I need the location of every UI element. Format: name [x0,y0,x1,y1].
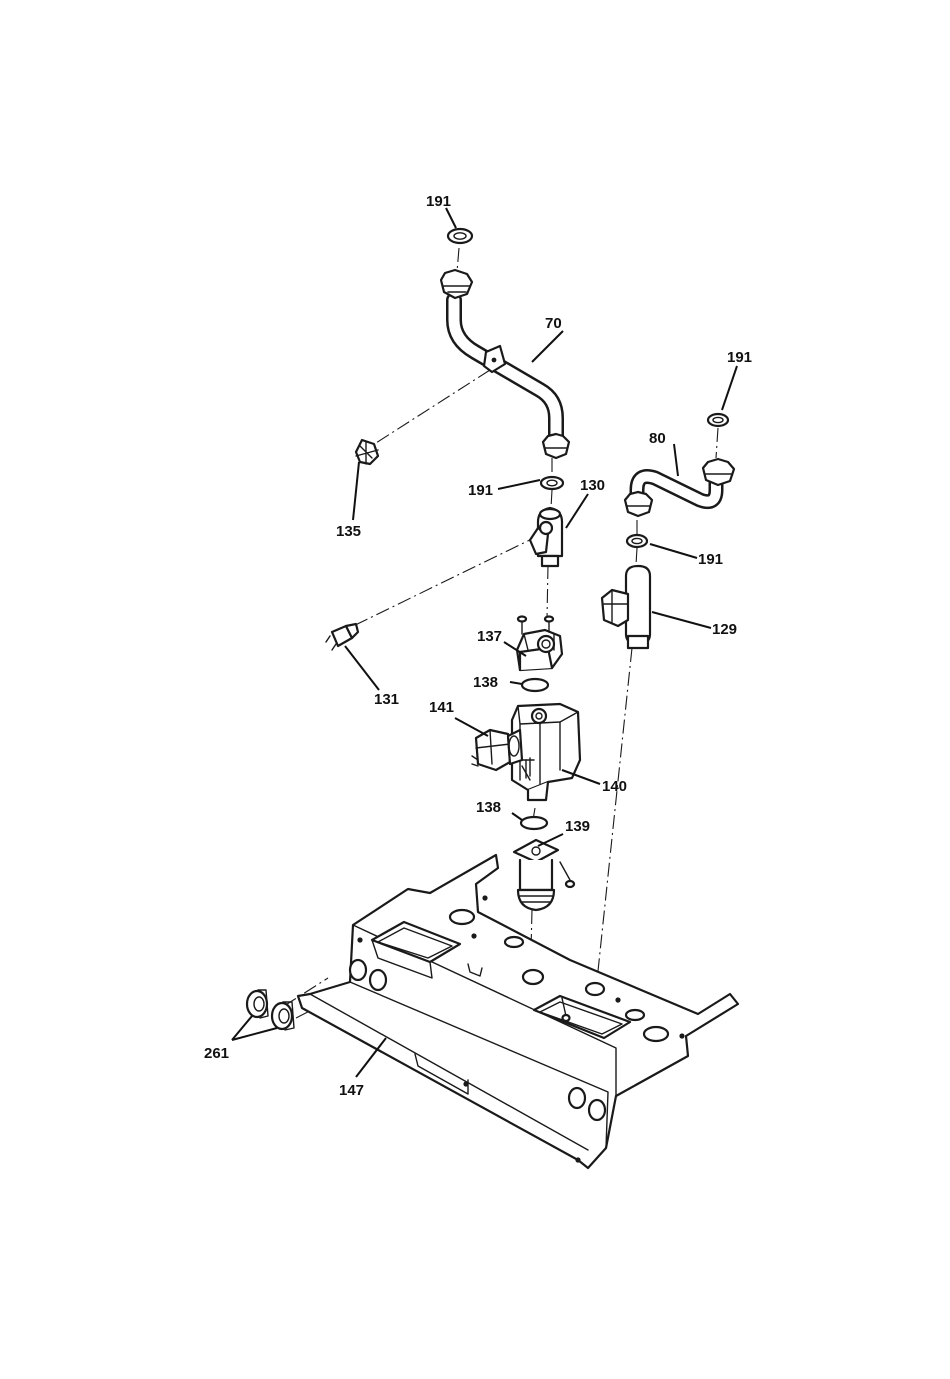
callout-191-mid: 191 [468,482,493,499]
pipe-70 [441,270,569,458]
callout-191-top: 191 [426,193,451,210]
callout-261: 261 [204,1045,229,1062]
cover-137 [517,617,562,671]
inlet-139 [514,840,574,910]
callout-139: 139 [565,818,590,835]
callout-191-right-top: 191 [727,349,752,366]
pipe-80 [625,459,734,516]
grommet-261-b [272,1002,294,1030]
valve-129 [602,566,650,648]
callout-147: 147 [339,1082,364,1099]
callout-70: 70 [545,315,562,332]
callout-135: 135 [336,523,361,540]
callout-131: 131 [374,691,399,708]
callout-191-right: 191 [698,551,723,568]
clip-135 [356,440,378,464]
callout-138-top: 138 [473,674,498,691]
callout-138-bottom: 138 [476,799,501,816]
callout-140: 140 [602,778,627,795]
grommet-261-a [247,990,268,1018]
washer-191-top [448,229,472,243]
o-ring-138-top [522,679,548,691]
fitting-130 [530,508,562,566]
bracket-147 [298,855,738,1168]
o-ring-138-bottom [521,817,547,829]
washer-191-mid [541,477,563,489]
sensor-131 [326,624,358,650]
callout-141: 141 [429,699,454,716]
callout-129: 129 [712,621,737,638]
callout-130: 130 [580,477,605,494]
washer-191-right [627,535,647,547]
callout-137: 137 [477,628,502,645]
washer-191-right-top [708,414,728,426]
callout-80: 80 [649,430,666,447]
